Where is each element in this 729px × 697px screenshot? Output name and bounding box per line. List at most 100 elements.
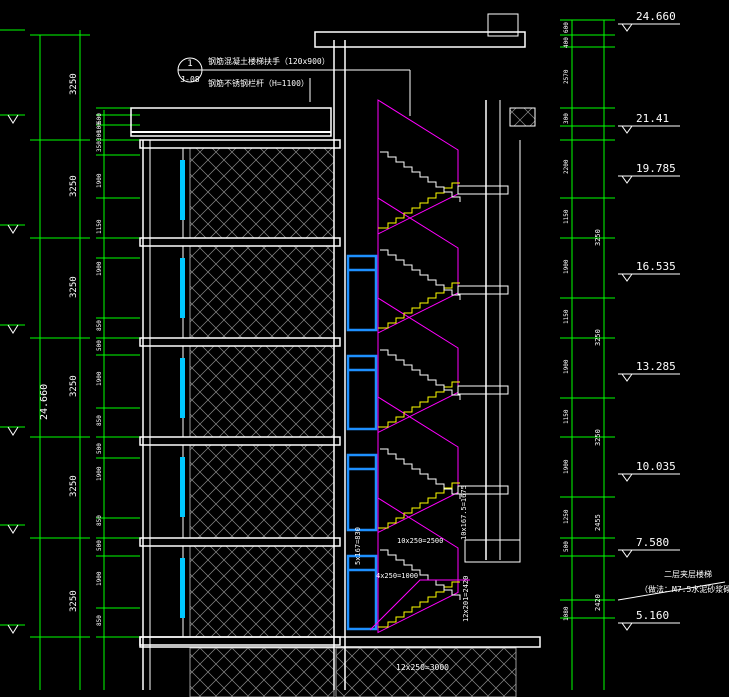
mezzanine-leader — [617, 581, 726, 601]
elevation-marker — [621, 125, 633, 134]
stair-enclosure — [377, 99, 459, 235]
storey-dim: 3250 — [69, 475, 79, 497]
basement-hatch — [189, 647, 335, 697]
railing-note: 钢筋不锈钢栏杆（H=1100） — [208, 78, 309, 88]
annotation-layer: 24.660 1 J-08 钢筋混凝土楼梯扶手（120x900） 钢筋不锈钢栏杆… — [39, 10, 729, 672]
level-marker — [7, 426, 19, 436]
part-dim: 350 — [96, 141, 103, 152]
window-glass — [180, 558, 185, 618]
door-frame — [346, 354, 378, 431]
stair-landing — [457, 185, 509, 195]
cornice — [509, 107, 536, 127]
storey-dim: 3250 — [69, 276, 79, 298]
elevation-marker — [621, 473, 633, 482]
stair-enclosure — [377, 497, 459, 634]
part-dim: 500 — [96, 443, 103, 454]
handrail-note: 钢筋混凝土楼梯扶手（120x900） — [208, 56, 330, 66]
wall-zone — [142, 245, 184, 339]
callout-sheet: J-08 — [180, 75, 199, 84]
storey-dim: 3250 — [69, 375, 79, 397]
level-marker — [7, 114, 19, 124]
storey-dim: 3250 — [69, 590, 79, 612]
window-glass — [180, 358, 185, 418]
elevation-label: 10.035 — [636, 460, 676, 473]
part-dim: 1900 — [96, 173, 103, 188]
right-inner-dim-label: 500 — [563, 541, 570, 552]
right-inner-dim-label: 1150 — [563, 309, 570, 324]
window-glass — [180, 160, 185, 220]
part-dim: 300 — [96, 130, 103, 141]
floor-slab — [139, 139, 341, 149]
basement-hatch-right — [335, 647, 517, 697]
lower-stair-outline — [369, 579, 470, 631]
top-roof — [314, 31, 526, 48]
stair-flight — [378, 482, 460, 529]
part-dim: 1900 — [96, 466, 103, 481]
part-dim: 100 — [96, 122, 103, 133]
elevation-marker — [621, 622, 633, 631]
right-inner-dim-label: 2200 — [563, 159, 570, 174]
right-inner-dim-label: 400 — [563, 37, 570, 48]
elevation-marker — [621, 373, 633, 382]
wall-zone — [142, 444, 184, 539]
stair-landing — [457, 285, 509, 295]
wall-zone — [142, 345, 184, 438]
callout-number: 1 — [187, 59, 192, 69]
total-height-dim: 24.660 — [39, 384, 50, 420]
floor-slab — [139, 337, 341, 347]
part-dim: 850 — [96, 515, 103, 526]
storey-dim: 3250 — [69, 175, 79, 197]
window-glass — [180, 457, 185, 517]
right-inner-dim-label: 1150 — [563, 209, 570, 224]
floor-slab — [139, 636, 341, 646]
stair-dim-c: 10x167.5=1675 — [460, 485, 468, 540]
stair-enclosure — [377, 396, 459, 534]
elevation-label: 7.580 — [636, 536, 669, 549]
building-geometry — [0, 13, 726, 697]
elevation-label: 21.41 — [636, 112, 669, 125]
stair-flight-upper — [380, 249, 461, 300]
part-dim: 600 — [96, 113, 103, 124]
stair-dim-f: 12x250=3000 — [396, 663, 449, 672]
right-inner-dim-label: 1900 — [563, 259, 570, 274]
elevation-marker — [621, 23, 633, 32]
right-outer-dim-label: 3250 — [594, 429, 602, 446]
part-dim: 1150 — [96, 219, 103, 234]
elevation-label: 5.160 — [636, 609, 669, 622]
stair-flight-upper — [380, 448, 461, 499]
stair-dim-b: 5x167=830 — [354, 527, 362, 565]
right-inner-dim-label: 600 — [563, 22, 570, 33]
mortar-note: （做法：M7.5水泥砂浆砌筑 — [640, 584, 729, 594]
part-dim: 1900 — [96, 261, 103, 276]
top-parapet — [487, 13, 519, 37]
window-glass — [180, 258, 185, 318]
elevation-marker — [621, 273, 633, 282]
ground-slab — [139, 636, 541, 648]
mezzanine-landing — [464, 539, 521, 563]
part-dim: 500 — [96, 340, 103, 351]
right-outer-dim-label: 2420 — [594, 594, 602, 611]
right-inner-dim-label: 2570 — [563, 69, 570, 84]
wall-zone — [142, 147, 184, 239]
floor-slab — [139, 436, 341, 446]
part-dim: 850 — [96, 615, 103, 626]
floor-slab — [139, 537, 341, 547]
elevation-marker — [621, 175, 633, 184]
part-dim: 850 — [96, 415, 103, 426]
stair-dim-d: 4x250=1000 — [376, 572, 418, 580]
elevation-marker — [621, 549, 633, 558]
part-dim: 1900 — [96, 371, 103, 386]
stair-enclosure — [377, 297, 459, 434]
right-inner-dim-label: 300 — [563, 113, 570, 124]
wall-zone — [142, 545, 184, 638]
right-inner-dim-label: 1150 — [563, 409, 570, 424]
elevation-label: 16.535 — [636, 260, 676, 273]
stair-dim-e: 12x201=2420 — [462, 576, 470, 622]
stair-flight-upper — [380, 549, 461, 600]
elevation-label: 13.285 — [636, 360, 676, 373]
stair-enclosure — [377, 197, 459, 334]
door-frame — [346, 254, 378, 332]
room-hatch — [189, 245, 335, 339]
